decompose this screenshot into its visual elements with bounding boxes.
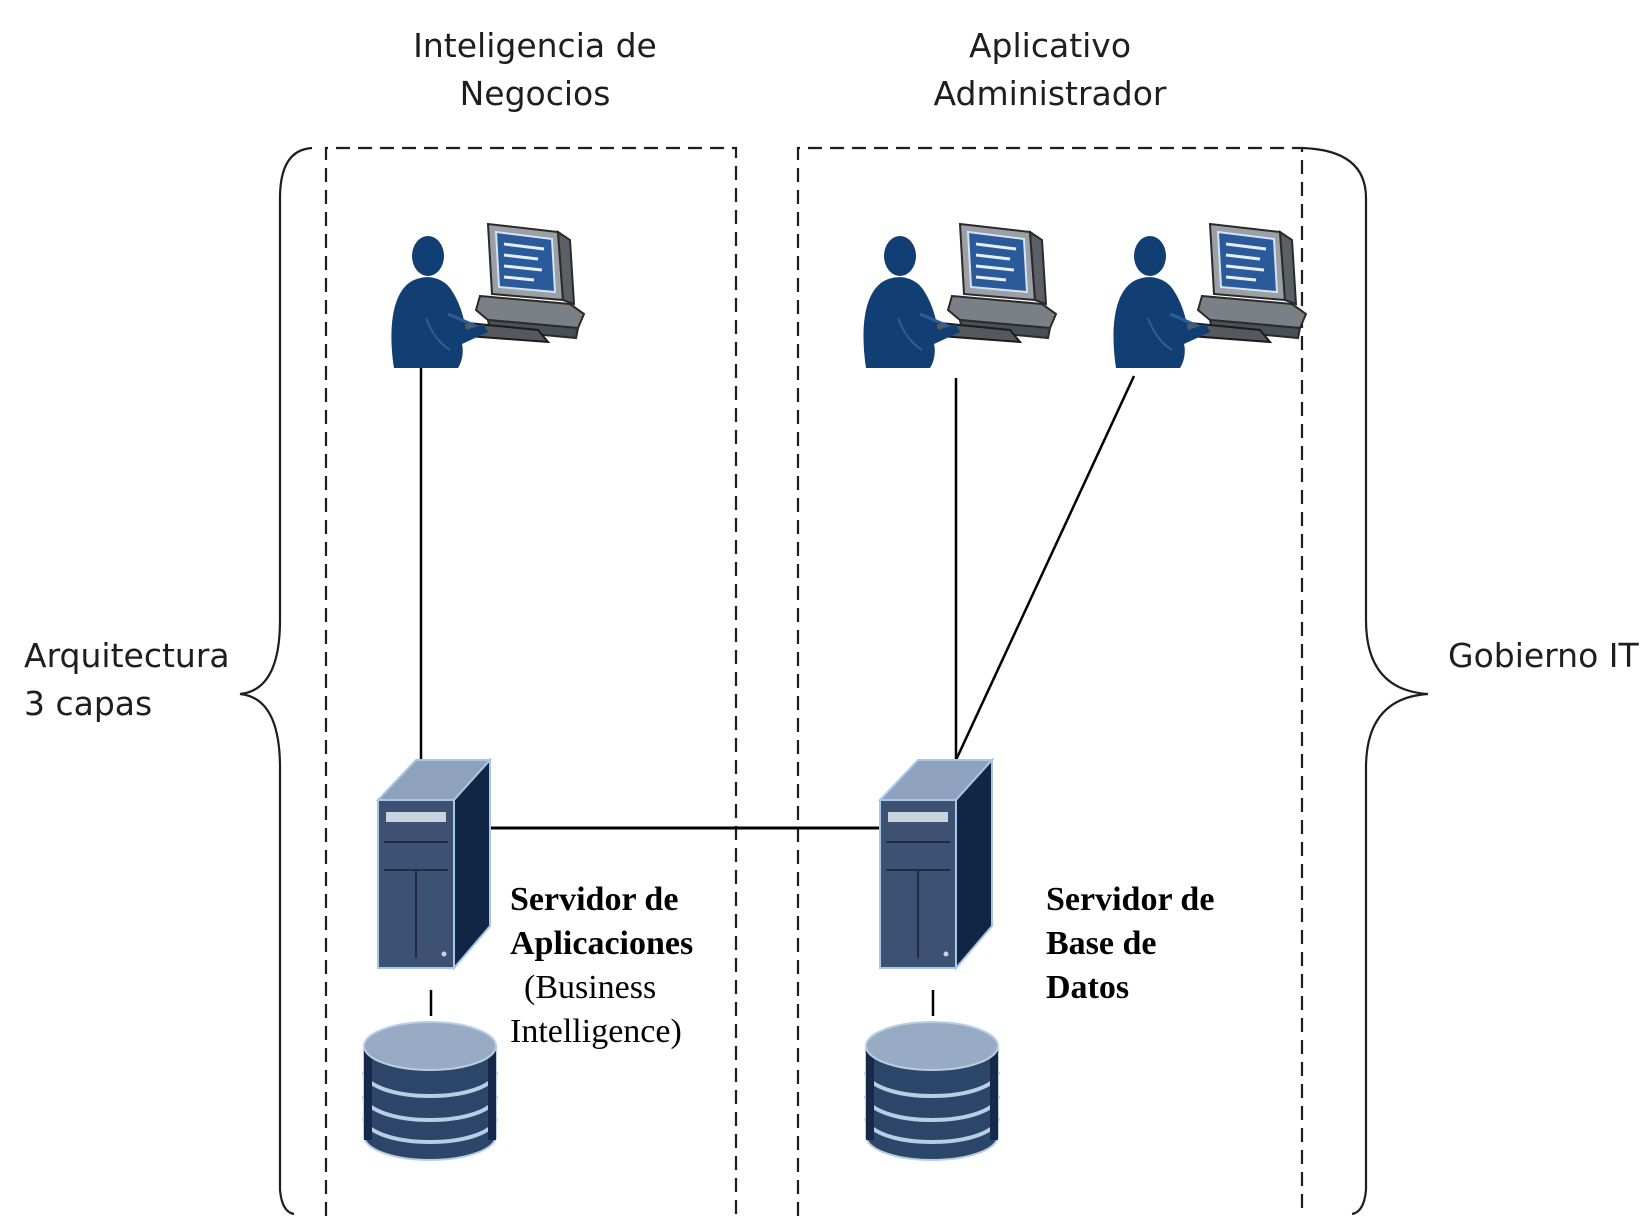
app-server-label-line4: Intelligence) xyxy=(510,1013,682,1050)
app-server-label-line1: Servidor de xyxy=(510,881,679,918)
admin-user-workstation-icon-1 xyxy=(861,222,1058,370)
admin-column-title-line2: Administrador xyxy=(933,74,1167,113)
left-brace xyxy=(239,146,313,1216)
db-server-label: Servidor de Base de Datos xyxy=(1046,878,1286,1010)
app-server-label-line2: Aplicaciones xyxy=(510,925,694,962)
db-server-icon xyxy=(879,759,993,969)
right-brace-label: Gobierno IT xyxy=(1448,632,1648,680)
left-brace-label: Arquitectura 3 capas xyxy=(24,632,244,728)
bi-column-border xyxy=(324,146,738,1216)
db-server-label-line1: Servidor de xyxy=(1046,881,1215,918)
bi-user-workstation-icon xyxy=(389,222,586,370)
left-brace-label-line2: 3 capas xyxy=(24,684,153,723)
right-brace-label-text: Gobierno IT xyxy=(1448,636,1639,675)
link-admin-user2-to-db-server xyxy=(954,375,1136,761)
admin-column-title: Aplicativo Administrador xyxy=(900,22,1200,118)
app-database-icon xyxy=(362,1020,498,1162)
left-brace-label-line1: Arquitectura xyxy=(24,636,230,675)
app-server-label: Servidor de Aplicaciones (Business Intel… xyxy=(510,878,750,1054)
admin-column-title-line1: Aplicativo xyxy=(968,26,1132,65)
db-server-label-line2: Base de xyxy=(1046,925,1157,962)
bi-column-title: Inteligencia de Negocios xyxy=(390,22,680,118)
admin-user-workstation-icon-2 xyxy=(1111,222,1308,370)
db-database-icon xyxy=(864,1020,1000,1162)
bi-column-title-line2: Negocios xyxy=(459,74,611,113)
bi-column-title-line1: Inteligencia de xyxy=(413,26,657,65)
db-server-label-line3: Datos xyxy=(1046,969,1130,1006)
app-server-icon xyxy=(377,759,491,969)
app-server-label-line3: (Business xyxy=(524,969,657,1006)
admin-column-border xyxy=(796,146,1304,1216)
right-brace xyxy=(1301,146,1429,1216)
